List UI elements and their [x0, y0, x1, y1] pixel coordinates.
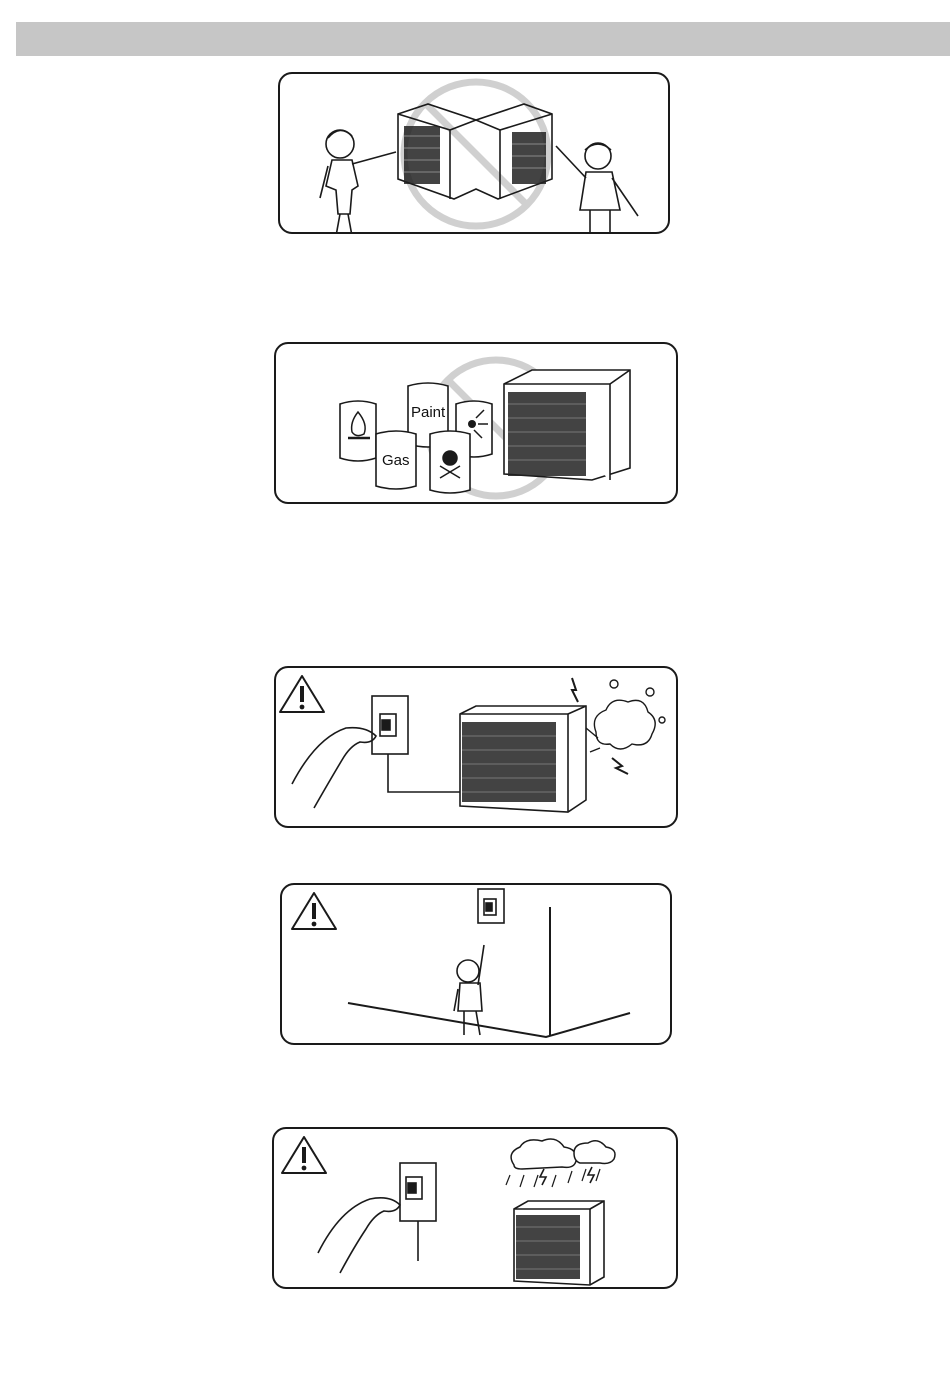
- circuit-breaker-icon: [400, 1163, 436, 1221]
- barrel-flammable: [340, 401, 376, 461]
- fan-grille-right: [512, 132, 546, 184]
- illustration-switch-out-of-reach: [280, 883, 672, 1045]
- illustration-switch-off-storm: [272, 1127, 678, 1289]
- hand-figure: [318, 1198, 400, 1273]
- child-figure-girl: [556, 143, 638, 234]
- lightning-icon: [612, 758, 628, 774]
- storm-cloud-icon: [511, 1139, 615, 1169]
- child-figure-boy: [320, 130, 396, 234]
- lightning-icon: [572, 678, 578, 702]
- gas-label: Gas: [382, 452, 410, 469]
- circuit-breaker-icon: [372, 696, 408, 754]
- rain-and-lightning: [506, 1167, 600, 1187]
- smoke-cloud-icon: [586, 680, 665, 752]
- fan-grille: [508, 392, 586, 476]
- illustration-no-flammables: Paint Gas: [274, 342, 678, 504]
- circuit-breaker-icon: [478, 889, 504, 923]
- power-cable: [388, 754, 462, 792]
- fan-grille: [462, 722, 556, 802]
- illustration-no-children-touching: [278, 72, 670, 234]
- warning-icon: [282, 1137, 326, 1173]
- illustration-switch-off-power: [274, 666, 678, 828]
- warning-icon: [280, 676, 324, 712]
- section-header-bar: [16, 22, 950, 56]
- hand-figure: [292, 728, 376, 808]
- room-corner: [348, 907, 630, 1037]
- warning-icon: [292, 893, 336, 929]
- paint-label: Paint: [411, 404, 446, 421]
- fan-grille-left: [404, 126, 440, 184]
